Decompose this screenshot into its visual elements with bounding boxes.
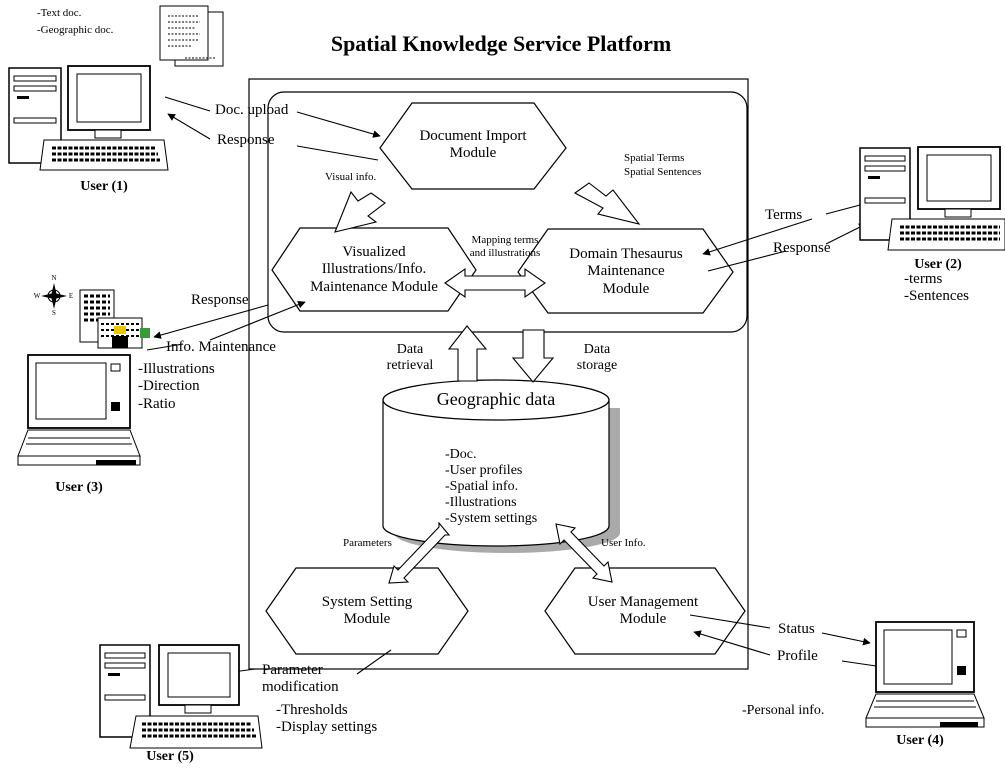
module-label: Maintenance Module — [310, 278, 438, 295]
arrow-data-storage — [511, 329, 555, 383]
data-retrieval-label: Data retrieval — [387, 342, 434, 374]
connector-lines — [146, 96, 877, 675]
user5-note: -Thresholds — [276, 702, 348, 718]
arrow-user-info — [555, 523, 613, 583]
document-pages-icon — [159, 5, 224, 67]
compass-north: N — [51, 274, 57, 282]
parameters-label: Parameters — [343, 537, 392, 549]
user5-caption: User (5) — [146, 749, 194, 764]
user2-note: -Sentences — [904, 288, 969, 305]
user3-note: -Direction — [138, 378, 200, 395]
user4-caption: User (4) — [896, 733, 944, 748]
user2-note: -terms — [904, 271, 943, 287]
visualized-module-shape — [271, 227, 477, 312]
arrow-mapping-double — [444, 267, 546, 299]
mapping-label: Mapping terms and illustrations — [470, 234, 541, 260]
module-label: User Management — [587, 594, 699, 610]
info-maintenance-label: Info. Maintenance — [166, 339, 276, 355]
visualized-illustrations-module: Visualized Illustrations/Info. Maintenan… — [310, 244, 438, 296]
module-label: Module — [619, 611, 667, 628]
module-label: Illustrations/Info. — [321, 261, 427, 278]
user2-caption: User (2) — [914, 257, 962, 272]
user1-caption: User (1) — [80, 179, 128, 194]
user5-note: -Display settings — [276, 719, 378, 736]
geographic-database-shape — [382, 379, 620, 553]
user2-notes: -terms -Sentences — [904, 271, 969, 306]
module-label: Domain Thesaurus — [569, 246, 683, 262]
database-item: -System settings — [445, 511, 538, 526]
user3-note: -Illustrations — [138, 361, 215, 377]
spatial-terms-label: Spatial Terms Spatial Sentences — [624, 151, 701, 179]
module-label: Module — [343, 611, 391, 628]
system-setting-module-shape — [265, 567, 469, 655]
doc-upload-label: Doc. upload — [215, 102, 289, 118]
user3-caption: User (3) — [55, 480, 103, 495]
platform-boundary — [248, 78, 749, 670]
module-label: Maintenance — [587, 263, 665, 280]
response-label-user2: Response — [773, 240, 831, 256]
compass-east: E — [68, 292, 74, 300]
spatial-terms-line: Spatial Terms — [624, 152, 685, 164]
parameter-modification-line: modification — [262, 679, 339, 696]
document-import-module-shape — [379, 102, 567, 190]
mapping-line: Mapping terms — [471, 234, 539, 246]
user1-note: -Text doc. — [37, 7, 82, 19]
spatial-sentences-line: Spatial Sentences — [624, 166, 702, 178]
compass-south: S — [52, 309, 56, 317]
module-label: System Setting — [321, 594, 413, 610]
module-label: Module — [602, 280, 650, 297]
data-retrieval-line: retrieval — [386, 358, 434, 374]
user2-computer-icon — [859, 146, 1005, 251]
visual-info-label: Visual info. — [325, 171, 377, 183]
data-storage-line: storage — [576, 358, 618, 374]
user3-notes: -Illustrations -Direction -Ratio — [138, 361, 215, 413]
status-label: Status — [778, 621, 815, 637]
database-item: -Illustrations — [445, 495, 517, 510]
module-label: Document Import — [419, 128, 527, 144]
user1-note: -Geographic doc. — [37, 24, 114, 36]
arrow-data-retrieval — [447, 325, 488, 382]
document-import-module: Document Import Module — [419, 128, 526, 163]
database-item: -Spatial info. — [445, 479, 519, 494]
user5-notes: -Thresholds -Display settings — [276, 702, 377, 737]
compass-icon — [41, 283, 67, 309]
diagram-title: Spatial Knowledge Service Platform — [330, 31, 672, 56]
terms-label: Terms — [765, 207, 803, 223]
data-storage-label: Data storage — [577, 342, 617, 374]
parameter-modification-line: Parameter — [262, 662, 323, 678]
parameter-modification-label: Parameter modification — [262, 662, 339, 697]
arrow-parameters — [388, 521, 451, 584]
platform-inner-box — [267, 91, 748, 333]
arrow-spatial-terms — [573, 182, 641, 225]
building-icon — [79, 289, 150, 349]
domain-thesaurus-module: Domain Thesaurus Maintenance Module — [569, 246, 682, 298]
database-contents: -Doc. -User profiles -Spatial info. -Ill… — [445, 447, 537, 527]
module-label: Module — [449, 145, 497, 162]
domain-thesaurus-module-shape — [517, 228, 734, 314]
user5-computer-icon — [99, 644, 263, 749]
database-item: -Doc. — [445, 447, 477, 462]
user-management-module: User Management Module — [588, 594, 698, 629]
system-setting-module: System Setting Module — [322, 594, 412, 629]
profile-label: Profile — [777, 648, 818, 664]
module-label: Visualized — [342, 244, 406, 260]
compass-west: W — [33, 292, 41, 300]
response-label-user3: Response — [191, 292, 249, 308]
user3-laptop-icon — [17, 354, 141, 466]
data-retrieval-line: Data — [396, 342, 424, 357]
user-info-label: User Info. — [601, 537, 646, 549]
arrow-visual-info — [334, 190, 386, 233]
user1-computer-icon — [8, 65, 169, 171]
user4-notes: -Personal info. — [742, 703, 825, 718]
database-label: Geographic data — [436, 389, 556, 409]
user4-laptop-icon — [865, 621, 985, 728]
user1-notes: -Text doc. -Geographic doc. — [37, 5, 113, 39]
user3-note: -Ratio — [138, 395, 176, 412]
mapping-line: and illustrations — [469, 247, 541, 259]
data-storage-line: Data — [583, 342, 611, 357]
response-label-user1: Response — [217, 132, 275, 148]
database-item: -User profiles — [445, 463, 523, 478]
